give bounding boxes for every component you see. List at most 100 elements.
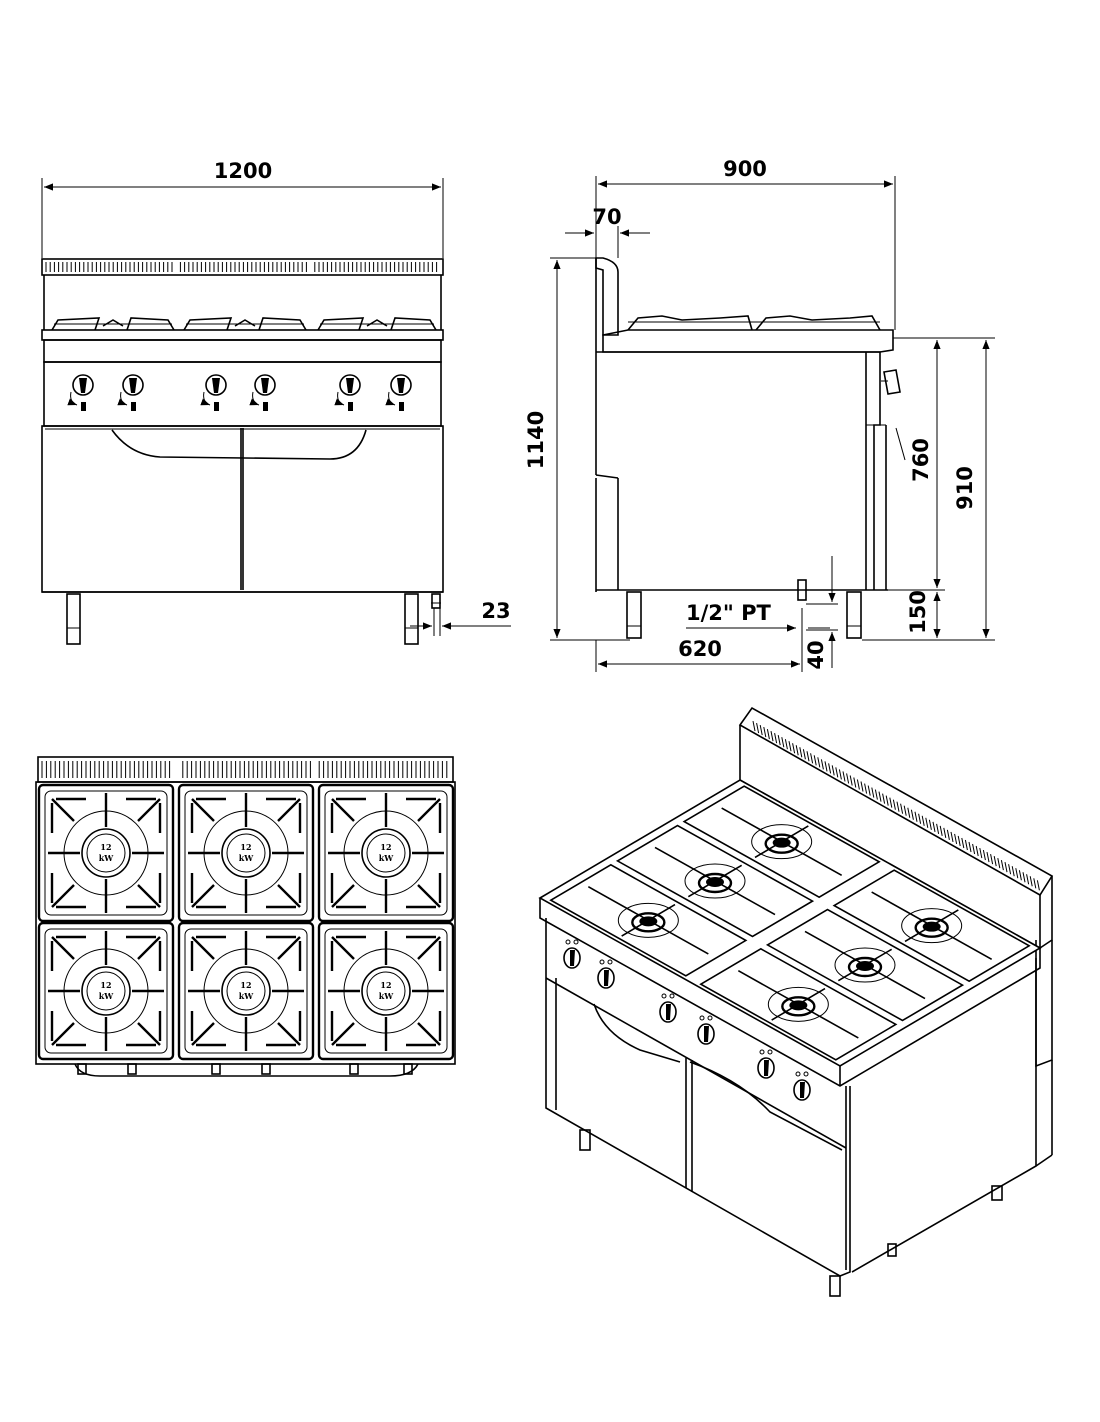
iso-burner-cell <box>699 947 898 1061</box>
vent-slot <box>972 843 976 855</box>
vent-slot <box>1026 874 1030 885</box>
dim-side-depth: 900 <box>723 157 767 181</box>
burner-cap <box>366 971 406 1011</box>
burner-power-value: 12 <box>380 842 391 852</box>
knob-grip <box>397 378 405 393</box>
vent-slot <box>788 741 792 752</box>
rotation-arrow-icon <box>117 391 128 406</box>
vent-slot <box>990 853 994 865</box>
vent-slot <box>795 745 799 756</box>
vent-slot <box>1008 864 1012 875</box>
ignition-button <box>131 402 136 411</box>
iso-burners <box>549 785 1031 1061</box>
knob-icon <box>72 374 94 396</box>
vent-slot <box>828 763 832 774</box>
knob-indicator <box>707 1015 713 1021</box>
knob-grip <box>570 950 575 966</box>
knob-grip <box>129 378 137 393</box>
dim-gas-depth: 620 <box>678 637 722 661</box>
vent-slot <box>943 827 947 838</box>
vent-slot <box>932 821 936 832</box>
iso-grate-bar <box>754 825 809 859</box>
iso-burner-cell <box>682 785 881 899</box>
vent-slot <box>774 733 778 744</box>
vent-slot <box>918 813 922 824</box>
burner-cell <box>177 921 315 1061</box>
ignition-button <box>81 402 86 411</box>
dim-gas-side-offset: 23 <box>481 599 510 623</box>
burner-cell <box>177 783 315 923</box>
vent-slot <box>759 724 763 736</box>
burner-cell <box>317 783 455 923</box>
vent-slot <box>824 761 828 772</box>
vent-slot <box>1033 878 1037 889</box>
vent-slot <box>907 807 911 818</box>
burner-cell <box>37 783 175 923</box>
vent-slot <box>846 773 850 784</box>
grate-bar <box>417 884 441 908</box>
iso-grate-bar <box>621 903 676 937</box>
burner-ring <box>221 828 271 878</box>
vent-slot <box>842 771 846 782</box>
grate-bar <box>51 936 75 960</box>
grate-bar <box>331 1022 355 1046</box>
dim-upstand-depth: 70 <box>592 205 621 229</box>
iso-grate-bar <box>904 909 959 943</box>
vent-slot <box>964 839 968 851</box>
grate-bar <box>331 798 355 822</box>
vent-slot <box>867 785 871 796</box>
vent-slot <box>1022 872 1026 883</box>
vent-slot <box>1036 880 1040 891</box>
vent-slot <box>957 835 961 847</box>
vent-slot <box>946 829 950 841</box>
grate-bar <box>417 1022 441 1046</box>
knob-icon <box>122 374 144 396</box>
ignition-button <box>263 402 268 411</box>
vent-slot <box>810 753 814 764</box>
vent-slot <box>975 845 979 857</box>
burner-ring <box>361 966 411 1016</box>
grate-bar <box>191 884 215 908</box>
burner-cap <box>226 971 266 1011</box>
iso-vent-slots <box>752 720 1040 891</box>
burner-power-unit: kW <box>239 991 255 1001</box>
burner-cap <box>226 833 266 873</box>
iso-burner-bowl <box>901 908 963 944</box>
grate-bar <box>417 798 441 822</box>
grate-bar <box>277 884 301 908</box>
ignition-button <box>214 402 219 411</box>
vent-slot <box>982 849 986 861</box>
vent-slot <box>792 743 796 754</box>
burner-power-unit: kW <box>99 853 115 863</box>
vent-slot <box>921 815 925 826</box>
burner-power-value: 12 <box>380 980 391 990</box>
grate-bar <box>51 798 75 822</box>
knob-grip <box>764 1060 769 1076</box>
knob-stem <box>261 1063 271 1075</box>
grate-bar <box>277 798 301 822</box>
knob-icon <box>254 374 276 396</box>
vent-slot <box>928 819 932 830</box>
ignition-button <box>399 402 404 411</box>
vent-slot <box>784 739 788 750</box>
knob-indicator <box>573 939 579 945</box>
burner-tray <box>324 928 448 1054</box>
rotation-arrow-icon <box>249 391 260 406</box>
burner-tray <box>184 790 308 916</box>
vent-slot <box>831 765 835 776</box>
knob-icon <box>390 374 412 396</box>
burner-tray <box>44 928 168 1054</box>
vent-slot <box>835 767 839 778</box>
vent-slot <box>777 735 781 746</box>
vent-slot <box>864 783 868 794</box>
grate-bar <box>51 884 75 908</box>
burner-power-unit: kW <box>379 991 395 1001</box>
iso-burner-ring <box>764 833 799 854</box>
iso-burner-ring <box>631 912 666 933</box>
knob-stem <box>127 1063 137 1075</box>
burner-cell <box>317 921 455 1061</box>
front-view: 1200 23 <box>41 159 511 645</box>
